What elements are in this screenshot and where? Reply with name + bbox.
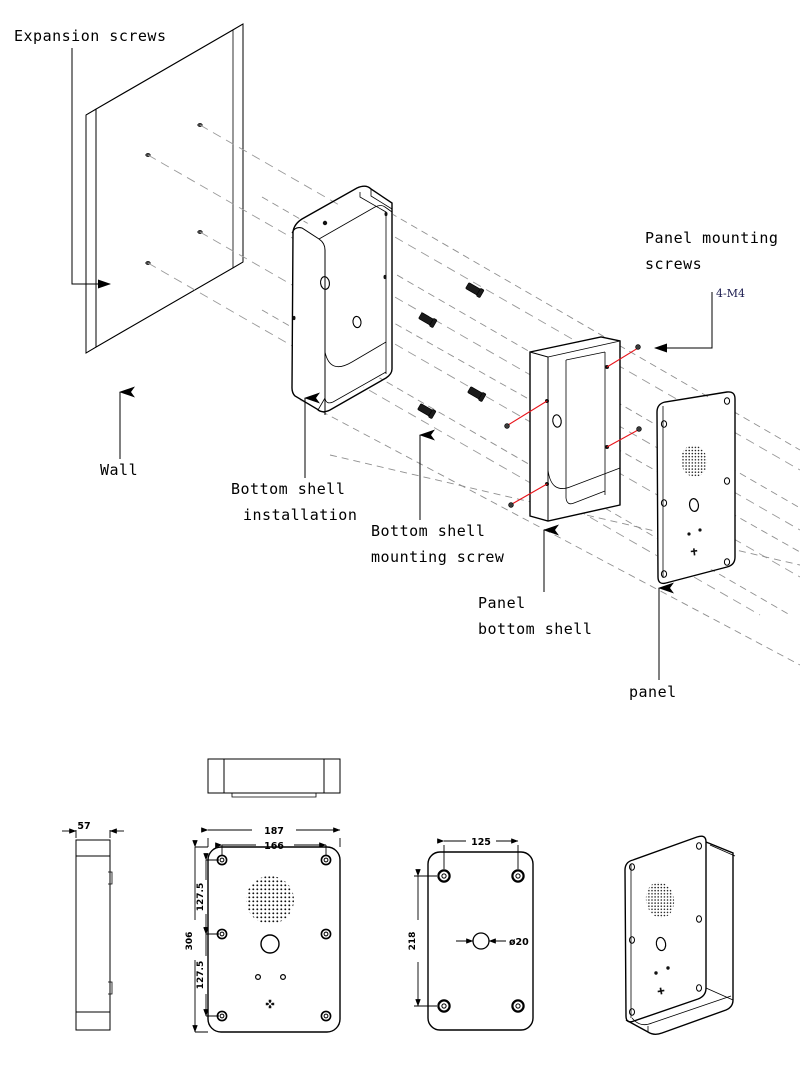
dim-label-dia-20: ø20	[509, 937, 529, 948]
label-panel-mounting-screws-line2: screws	[645, 255, 702, 273]
dim-label-127-5-upper: 127.5	[196, 883, 206, 911]
callout-leaders	[71, 48, 713, 680]
dim-187: 187	[201, 826, 341, 847]
label-bottom-shell-installation-line2: installation	[243, 506, 357, 524]
wall-plate	[85, 23, 244, 354]
label-expansion-screws: Expansion screws	[14, 27, 167, 45]
bottom-shell-mounting-screws	[417, 282, 487, 419]
dim-label-57: 57	[77, 821, 90, 832]
dim-label-127-5-lower: 127.5	[196, 961, 206, 989]
dim-label-166: 166	[264, 841, 284, 852]
front-view-call-button	[260, 934, 280, 954]
front-view-speaker-grille-icon	[246, 876, 294, 924]
label-bottom-shell-mounting-screw-line2: mounting screw	[371, 548, 505, 566]
dim-125: 125	[437, 837, 519, 869]
bottom-shell-part	[291, 185, 393, 415]
dim-218: 218	[408, 869, 437, 1007]
dim-label-218: 218	[408, 932, 418, 951]
label-panel-mounting-screws-line1: Panel mounting	[645, 229, 778, 247]
label-panel: panel	[629, 683, 677, 701]
rear-view-mounting-holes	[437, 869, 525, 1013]
label-thread-spec: 4-M4	[716, 287, 745, 300]
dim-label-306: 306	[185, 932, 195, 951]
label-bottom-shell-installation-line1: Bottom shell	[231, 480, 345, 498]
front-view-mounting-bosses	[216, 854, 332, 1022]
label-bottom-shell-mounting-screw-line1: Bottom shell	[371, 522, 485, 540]
side-view: 57	[62, 821, 124, 1031]
rear-view: ø20 125 218	[408, 837, 534, 1031]
dim-127-5-lower: 127.5	[196, 927, 219, 1017]
dim-dia-20: ø20	[456, 937, 529, 948]
front-view-cross-screw-icon	[265, 999, 275, 1009]
panel-bottom-shell-part	[504, 336, 642, 522]
top-view	[207, 758, 341, 798]
exploded-assembly-view: Expansion screws Wall Bottom shell insta…	[14, 23, 800, 701]
dim-57: 57	[62, 821, 124, 838]
dim-306: 306	[185, 840, 208, 1033]
label-panel-bottom-shell-line2: bottom shell	[478, 620, 592, 638]
panel-part	[656, 391, 736, 585]
front-view: 187 166 127.5 306 127.5	[185, 826, 341, 1033]
label-wall: Wall	[100, 461, 138, 479]
dim-label-125: 125	[471, 837, 491, 848]
dim-166: 166	[215, 841, 327, 855]
iso-view	[624, 835, 736, 1035]
label-panel-bottom-shell-line1: Panel	[478, 594, 526, 612]
dim-label-187: 187	[264, 826, 284, 837]
